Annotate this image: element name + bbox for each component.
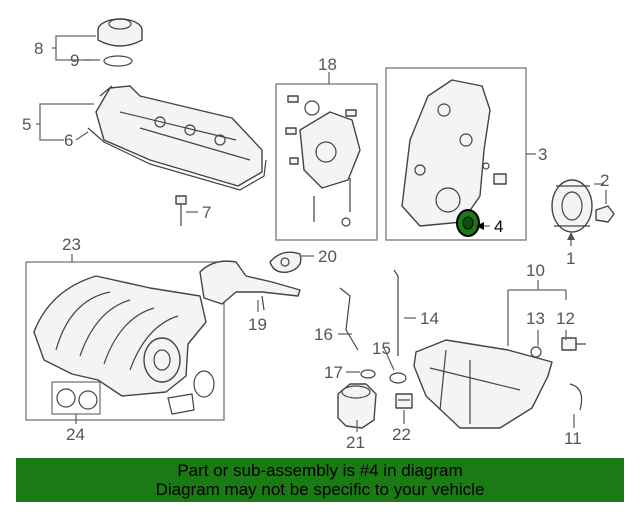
o-ring-24b-drawing	[78, 390, 98, 410]
leader-lines	[36, 35, 607, 432]
head-cover-gasket-drawing	[87, 127, 267, 191]
callout-14: 14	[420, 309, 439, 328]
banner-line-1: Part or sub-assembly is #4 in diagram	[177, 461, 463, 480]
bolt-7-drawing	[175, 195, 187, 226]
callout-16: 16	[314, 325, 333, 344]
callout-7: 7	[202, 203, 211, 222]
callout-5: 5	[22, 115, 31, 134]
callout-21: 21	[346, 433, 365, 452]
oil-filler-cap-drawing	[97, 18, 143, 47]
callout-1: 1	[566, 249, 575, 268]
oil-pan-drawing	[413, 339, 553, 429]
dipstick-drawing	[393, 269, 399, 356]
callout-20: 20	[318, 247, 337, 266]
callout-18: 18	[318, 55, 337, 74]
callout-23: 23	[62, 235, 81, 254]
callout-3: 3	[538, 145, 547, 164]
callout-15: 15	[372, 339, 391, 358]
pulley-bolt-drawing	[595, 205, 615, 223]
intake-manifold-group-box	[25, 261, 225, 421]
arrow-1	[567, 232, 575, 240]
strainer-gasket-drawing	[269, 251, 302, 273]
cap-gasket-drawing	[103, 55, 133, 67]
crank-pulley-drawing	[551, 179, 593, 233]
callout-4: 4	[494, 217, 503, 236]
pan-gasket-11-drawing	[569, 383, 583, 411]
callout-12: 12	[556, 309, 575, 328]
callout-10: 10	[526, 261, 545, 280]
oil-pump-drawing	[285, 95, 361, 227]
oil-pump-group-box	[275, 83, 378, 241]
callout-19: 19	[248, 315, 267, 334]
drain-washer-drawing	[530, 346, 542, 358]
banner-line-2: Diagram may not be specific to your vehi…	[155, 480, 485, 499]
callout-9: 9	[70, 51, 79, 70]
o-ring-set-box	[51, 381, 101, 415]
o-ring-17-drawing	[360, 369, 376, 379]
dipstick-tube-drawing	[339, 287, 359, 351]
timing-cover-drawing	[401, 79, 507, 227]
head-cover-drawing	[95, 85, 263, 187]
filter-adapter-drawing	[395, 393, 413, 409]
oil-strainer-drawing	[199, 260, 301, 311]
oil-filter-drawing	[337, 383, 377, 429]
info-banner: Part or sub-assembly is #4 in diagram Di…	[16, 458, 624, 502]
callout-2: 2	[600, 171, 609, 190]
callout-24: 24	[66, 425, 85, 444]
callout-11: 11	[564, 429, 582, 448]
callout-17: 17	[324, 363, 343, 382]
manifold-gasket-drawing	[167, 393, 195, 415]
callout-8: 8	[34, 39, 43, 58]
intake-manifold-drawing	[33, 275, 207, 397]
parts-diagram: 8 9 5 6 7 18 3 4 2 1 20 19 23 24 16 14 1…	[22, 18, 615, 452]
throttle-gasket-drawing	[193, 370, 215, 398]
callout-22: 22	[392, 425, 411, 444]
o-ring-15-drawing	[389, 372, 407, 384]
callout-13: 13	[526, 309, 545, 328]
drain-bolt-drawing	[561, 337, 586, 351]
o-ring-24a-drawing	[56, 388, 76, 408]
callout-6: 6	[64, 131, 73, 150]
crankshaft-seal-drawing	[456, 209, 480, 237]
arrow-4	[476, 222, 484, 230]
